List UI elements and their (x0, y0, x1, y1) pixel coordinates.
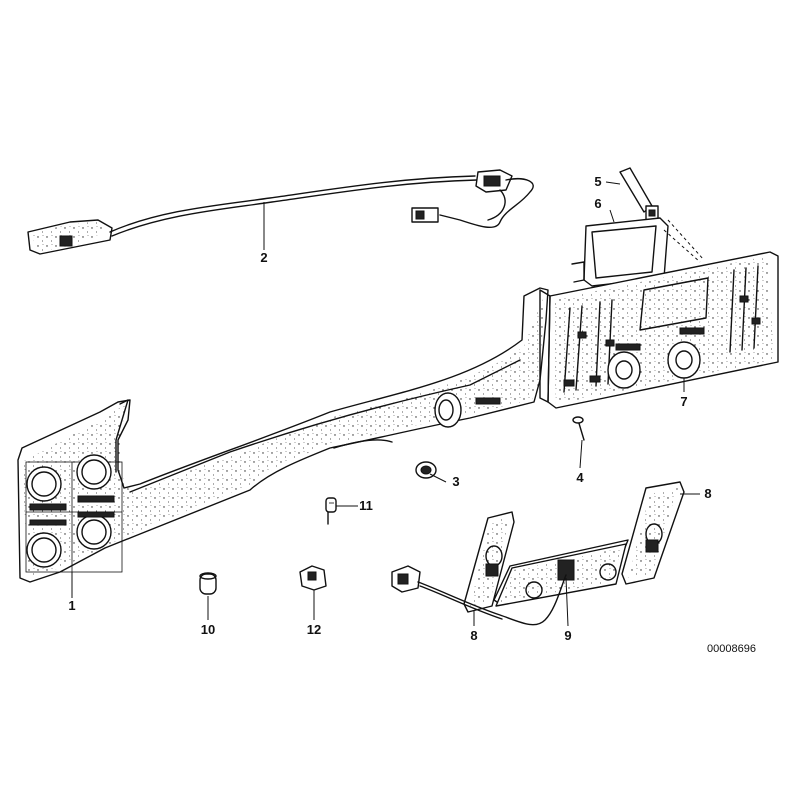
control-panel-part (539, 251, 779, 409)
callout-8-right: 8 (704, 486, 711, 501)
callout-2: 2 (260, 250, 267, 265)
document-number: 00008696 (707, 643, 756, 655)
callout-labels: 1 2 3 4 5 6 7 8 8 9 10 11 12 (68, 174, 711, 643)
callout-1: 1 (68, 598, 75, 613)
wiring-connector-part (391, 565, 567, 626)
callout-7: 7 (680, 394, 687, 409)
callout-10: 10 (201, 622, 215, 637)
callout-11: 11 (359, 498, 373, 513)
callout-3: 3 (452, 474, 459, 489)
callout-9: 9 (564, 628, 571, 643)
switch-panel-right-part (621, 481, 685, 585)
callout-6: 6 (594, 196, 601, 211)
switch-part (619, 167, 659, 221)
bulb-part (199, 572, 217, 595)
screw-part (572, 416, 585, 441)
switch-panel-center-part (493, 539, 629, 607)
display-module-part (571, 217, 705, 287)
wire-harness-part (27, 169, 534, 255)
callout-8-left: 8 (470, 628, 477, 643)
leader-lines (71, 181, 700, 627)
dashboard-trim-part (17, 287, 549, 583)
clip-part (299, 565, 327, 591)
callout-12: 12 (307, 622, 321, 637)
bulb-socket-part (325, 497, 337, 525)
callout-5: 5 (594, 174, 601, 189)
callout-4: 4 (576, 470, 584, 485)
